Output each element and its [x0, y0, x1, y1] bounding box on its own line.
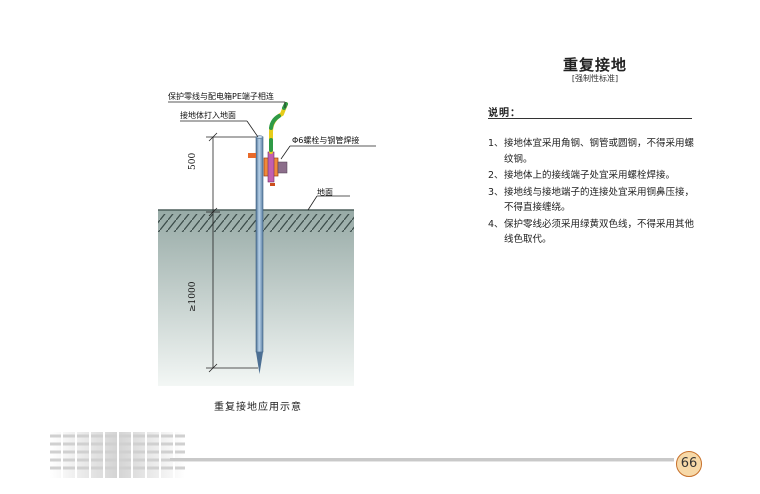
- page-subtitle: [强制性标准]: [571, 74, 619, 83]
- note-item: 4、 保护零线必须采用绿黄双色线，不得采用其他线色取代。: [488, 217, 700, 248]
- label-ground: 地面: [317, 188, 333, 197]
- notes-heading: 说明：: [488, 108, 521, 119]
- note-number: 4、: [488, 218, 504, 230]
- note-item: 3、 接地线与接地端子的连接处宜采用铜鼻压接，不得直接缠绕。: [488, 185, 700, 216]
- label-rod-into-ground: 接地体打入地面: [180, 111, 236, 120]
- page-title: 重复接地: [562, 56, 627, 74]
- page-number-badge: 66: [676, 451, 702, 477]
- label-pe-connect: 保护零线与配电箱PE端子相连: [168, 92, 274, 101]
- note-text: 接地线与接地端子的连接处宜采用铜鼻压接，不得直接缠绕。: [504, 186, 695, 214]
- note-number: 1、: [488, 138, 504, 149]
- note-item: 1、 接地体宜采用角钢、钢管或圆钢，不得采用螺纹钢。: [488, 136, 700, 167]
- note-text: 保护零线必须采用绿黄双色线，不得采用其他线色取代。: [504, 218, 695, 246]
- footer-decoration: [50, 432, 674, 478]
- label-bolt-weld: Φ6螺栓与钢管焊接: [292, 136, 360, 145]
- note-number: 2、: [488, 170, 504, 181]
- leader-lines: [168, 101, 376, 211]
- dimension-lines: [206, 132, 260, 373]
- notes-list: 1、 接地体宜采用角钢、钢管或圆钢，不得采用螺纹钢。 2、 接地体上的接线端子处…: [488, 136, 700, 249]
- note-text: 接地体宜采用角钢、钢管或圆钢，不得采用螺纹钢。: [504, 138, 695, 165]
- notes-divider: [488, 118, 692, 119]
- note-text: 接地体上的接线端子处宜采用螺栓焊接。: [504, 170, 676, 181]
- note-item: 2、 接地体上的接线端子处宜采用螺栓焊接。: [488, 168, 700, 184]
- note-number: 3、: [488, 186, 504, 198]
- ground-rod: [255, 135, 264, 374]
- pe-wire: [269, 102, 288, 154]
- dimension-label-500: 500: [188, 152, 198, 170]
- bolt-clamp: [248, 151, 288, 186]
- dimension-label-1000: ≥1000: [188, 281, 198, 312]
- footer-rule: [170, 458, 674, 461]
- diagram-caption: 重复接地应用示意: [214, 402, 302, 413]
